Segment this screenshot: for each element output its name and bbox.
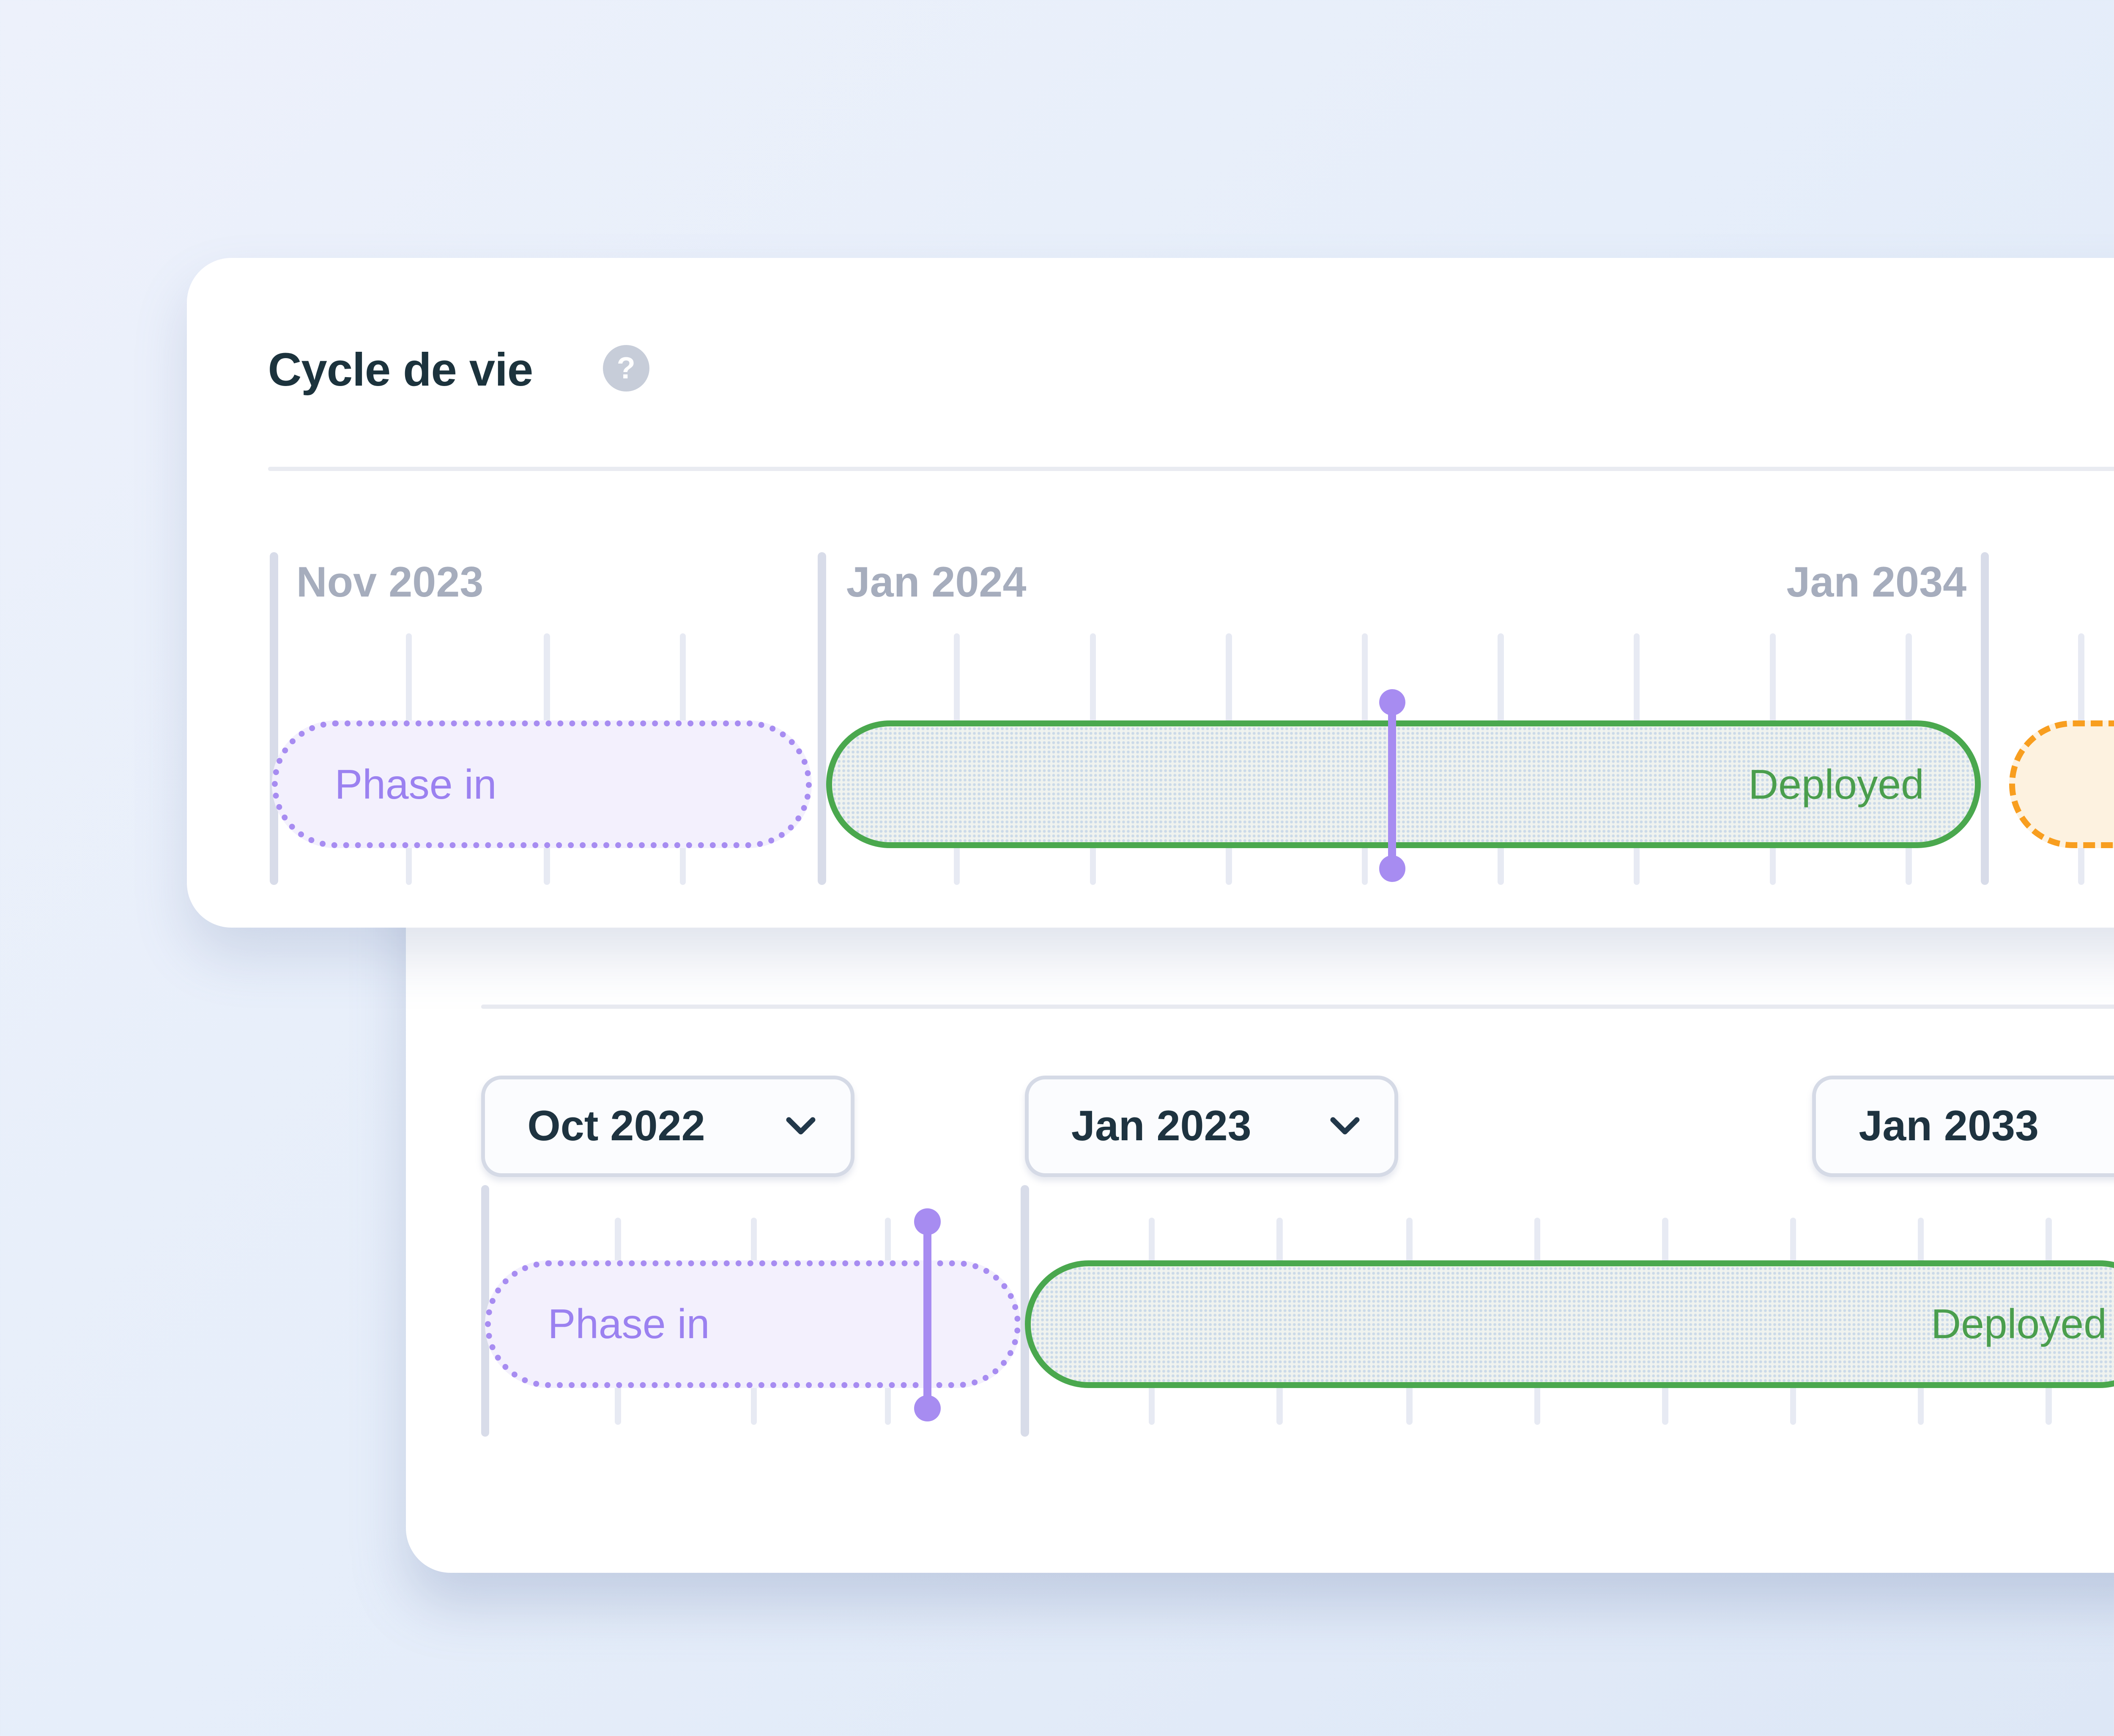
phase-in-label: Phase in bbox=[548, 1301, 710, 1347]
deployed-end-dropdown[interactable]: Jan 2033 bbox=[1812, 1075, 2114, 1177]
card-title: Cycle de vie bbox=[268, 344, 534, 396]
current-date-marker bbox=[1388, 702, 1397, 869]
axis-label-deployed-end: Jan 2034 bbox=[1786, 558, 1967, 606]
current-date-marker-dot-top bbox=[1379, 689, 1405, 715]
card-divider bbox=[481, 1004, 2114, 1009]
chevron-down-icon bbox=[1330, 1117, 1360, 1135]
gridline-boundary bbox=[1021, 1185, 1029, 1437]
phase-out-pill: Phase out bbox=[2009, 720, 2114, 849]
dropdown-value: Jan 2033 bbox=[1859, 1102, 2039, 1150]
dropdown-value: Oct 2022 bbox=[527, 1102, 705, 1150]
current-date-marker-dot-bottom bbox=[914, 1395, 941, 1422]
lifecycle-card: Cycle de vie ? Éditer Nov 2023 Jan 2024 … bbox=[186, 257, 2114, 928]
deployed-start-dropdown[interactable]: Jan 2023 bbox=[1025, 1075, 1399, 1177]
gridline-boundary bbox=[1980, 552, 1989, 885]
phase-in-start-dropdown[interactable]: Oct 2022 bbox=[481, 1075, 854, 1177]
gridline-boundary bbox=[270, 552, 278, 885]
gridline-boundary bbox=[481, 1185, 489, 1437]
deployed-pill[interactable]: Deployed bbox=[1025, 1260, 2114, 1388]
card-divider bbox=[268, 466, 2114, 471]
phase-in-pill: Phase in bbox=[272, 720, 812, 849]
dropdown-value: Jan 2023 bbox=[1071, 1102, 1251, 1150]
axis-label-deployed-start: Jan 2024 bbox=[846, 558, 1027, 606]
chevron-down-icon bbox=[786, 1117, 816, 1135]
current-date-marker-dot-bottom bbox=[1379, 855, 1405, 882]
deployed-label: Deployed bbox=[1748, 761, 1924, 808]
deployed-pill: Deployed bbox=[826, 720, 1981, 849]
gridline-boundary bbox=[818, 552, 826, 885]
deployed-label: Deployed bbox=[1931, 1301, 2107, 1347]
axis-label-phase-in-start: Nov 2023 bbox=[296, 558, 484, 606]
help-icon[interactable]: ? bbox=[602, 345, 649, 392]
phase-in-pill[interactable]: Phase in bbox=[485, 1260, 1021, 1388]
lifecycle-editor-card: Valider Oct 2022 Jan 2023 Jan 2033 Apr 2… bbox=[406, 800, 2114, 1573]
current-date-marker bbox=[923, 1221, 932, 1409]
phase-in-label: Phase in bbox=[334, 761, 497, 808]
current-date-marker-dot-top bbox=[914, 1208, 941, 1235]
